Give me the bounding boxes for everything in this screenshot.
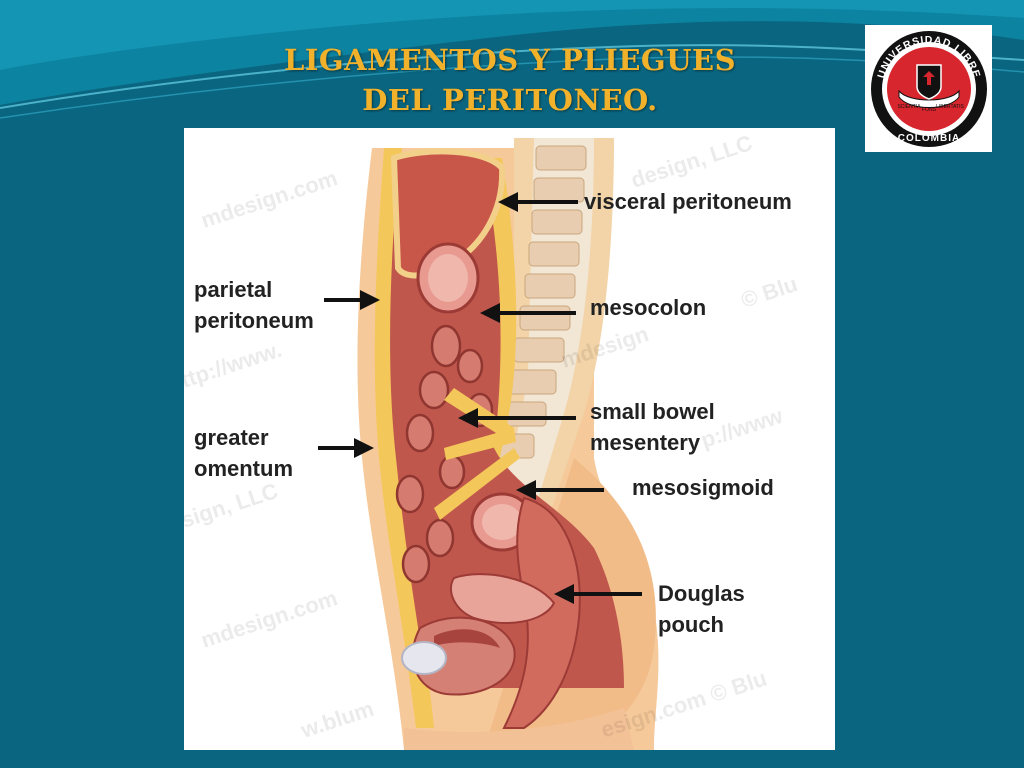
logo-bottom-text: COLOMBIA: [898, 133, 960, 144]
label-douglas-line2: pouch: [658, 612, 724, 637]
label-douglas-line1: Douglas: [658, 581, 745, 606]
watermark-9: w.blum: [297, 696, 377, 743]
title-line-2: DEL PERITONEO.: [362, 83, 658, 117]
university-seal-icon: UNIVERSIDAD LIBRE COLOMBIA SCIENTIA FONS…: [871, 31, 987, 147]
watermark-1: mdesign.com: [198, 165, 341, 233]
watermark-4: ttp://www.: [184, 337, 285, 393]
label-greater-omentum: greater omentum: [194, 422, 293, 484]
peritoneum-figure: mdesign.com design, LLC © Blu ttp://www.…: [184, 128, 835, 750]
label-mesosigmoid-text: mesosigmoid: [632, 475, 774, 500]
watermark-2: design, LLC: [628, 130, 756, 193]
university-logo: UNIVERSIDAD LIBRE COLOMBIA SCIENTIA FONS…: [865, 25, 992, 152]
label-greater-line2: omentum: [194, 456, 293, 481]
peritoneum-illustration: mdesign.com design, LLC © Blu ttp://www.…: [184, 130, 801, 750]
label-visceral-text: visceral peritoneum: [584, 189, 792, 214]
label-parietal-line2: peritoneum: [194, 308, 314, 333]
watermark-8: mdesign.com: [198, 585, 341, 653]
label-greater-line1: greater: [194, 425, 269, 450]
label-parietal-line1: parietal: [194, 277, 273, 302]
logo-ribbon-left: SCIENTIA: [897, 104, 921, 110]
label-visceral-peritoneum: visceral peritoneum: [584, 186, 792, 217]
label-mesocolon-text: mesocolon: [590, 295, 707, 320]
label-small-bowel-line1: small bowel: [590, 399, 715, 424]
label-parietal-peritoneum: parietal peritoneum: [194, 274, 314, 336]
label-douglas-pouch: Douglas pouch: [658, 578, 745, 640]
label-small-bowel-line2: mesentery: [590, 430, 701, 455]
watermark-3: © Blu: [738, 271, 801, 313]
logo-ribbon-center: FONS: [922, 107, 937, 113]
slide-title: LIGAMENTOS Y PLIEGUES DEL PERITONEO.: [200, 40, 820, 120]
title-line-1: LIGAMENTOS Y PLIEGUES: [283, 43, 737, 77]
label-small-bowel-mesentery: small bowel mesentery: [590, 396, 715, 458]
watermark-7: sign, LLC: [184, 478, 281, 533]
label-mesocolon: mesocolon: [590, 292, 706, 323]
logo-ribbon-right: LIBERTATIS: [936, 104, 964, 110]
label-mesosigmoid: mesosigmoid: [632, 472, 774, 503]
